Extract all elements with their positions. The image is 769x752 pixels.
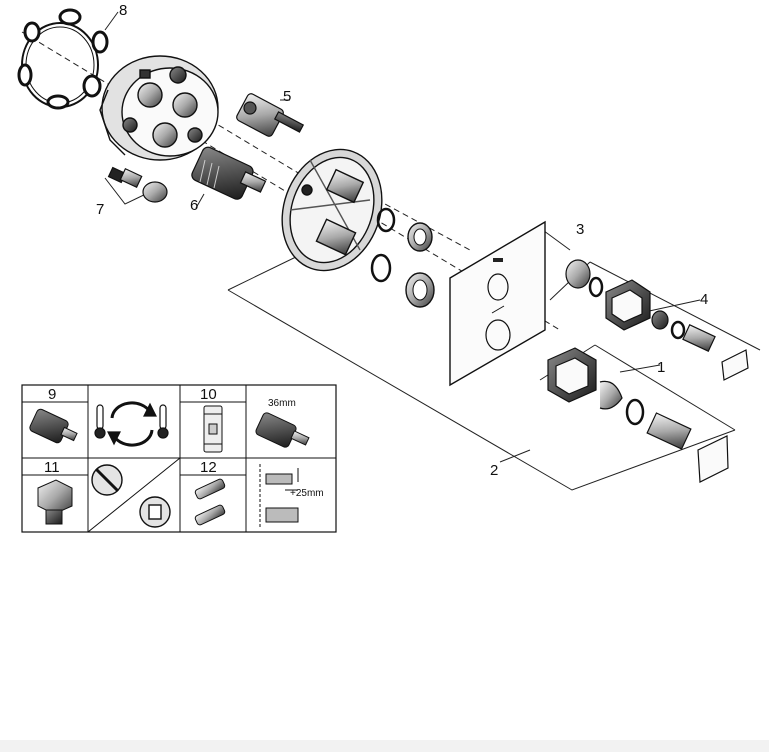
part-label-3: 3: [576, 221, 584, 238]
part-label-1: 1: [657, 359, 665, 376]
footer-bar: [0, 740, 769, 752]
handle-part-4: [565, 259, 749, 381]
handle-part-1: [547, 347, 729, 483]
fitting-icon: [37, 479, 73, 525]
part-label-5: 5: [283, 88, 291, 105]
cartridge-part-6: [191, 146, 267, 200]
part-label-2: 2: [490, 462, 498, 479]
table-label-12: 12: [200, 459, 217, 476]
seals-and-adapters: [370, 207, 435, 308]
cover-plate-part-3: [449, 220, 546, 387]
cartridge-36mm-icon: [255, 412, 310, 448]
no-grease-icon: [91, 464, 123, 496]
seal-ring-chain: [17, 8, 109, 110]
table-label-10: 10: [200, 386, 217, 403]
table-label-9: 9: [48, 386, 56, 403]
valve-body-housing: [99, 55, 219, 161]
wall-extension-drawing: [259, 464, 299, 528]
part-number-labels: 8 5 7 6 3 4 1 2: [96, 2, 708, 479]
extension-parts-icon: [194, 478, 226, 526]
mounting-plate: [281, 148, 383, 272]
thermometer-swap-icon: [94, 401, 169, 447]
accessory-table: 9 10 11 12 36mm +25mm: [21, 384, 337, 533]
part-label-6: 6: [190, 197, 198, 214]
wrench-size-label: 36mm: [268, 398, 296, 409]
table-label-11: 11: [44, 459, 60, 476]
part-label-4: 4: [700, 291, 708, 308]
part-label-7: 7: [96, 201, 104, 218]
extension-depth-label: +25mm: [290, 488, 324, 499]
extension-sleeve-icon: [203, 405, 223, 453]
cartridge-icon: [29, 408, 78, 444]
part-label-8: 8: [119, 2, 127, 19]
fitting-part-7: [107, 166, 168, 203]
grease-icon: [139, 496, 171, 528]
cartridge-part-5: [236, 93, 305, 137]
